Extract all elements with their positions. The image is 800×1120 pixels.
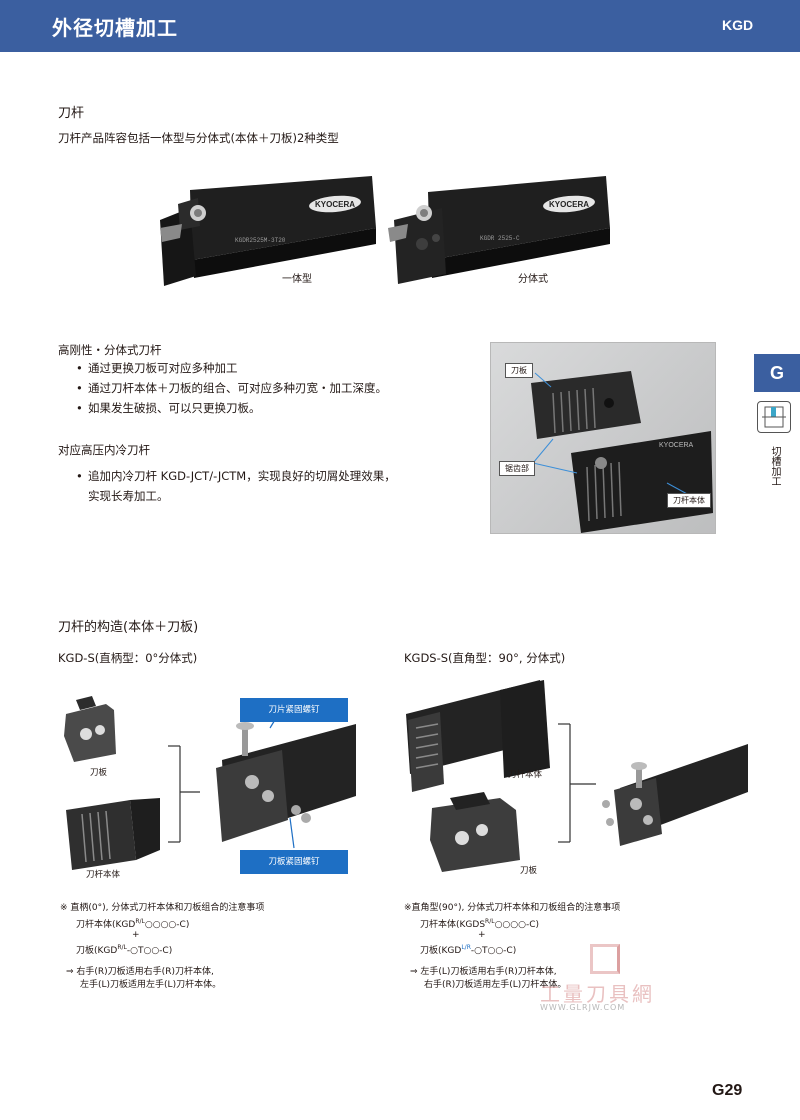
right-note-arrow2: 右手(R)刀板适用左手(L)刀杆本体。 bbox=[424, 980, 567, 990]
label-modular: 分体式 bbox=[518, 274, 548, 285]
right-note-body: 刀杆本体(KGDSR/L○○○○-C) bbox=[420, 918, 540, 930]
watermark-url: WWW.GLRJW.COM bbox=[540, 1003, 626, 1012]
section-title-coolant: 对应高压内冷刀杆 bbox=[58, 443, 150, 457]
bullet-item: 通过刀杆本体＋刀板的组合、可对应多种刃宽・加工深度。 bbox=[76, 378, 476, 398]
watermark-logo bbox=[590, 944, 620, 974]
side-tab-label: 切槽加工 bbox=[769, 446, 780, 486]
bullet-item: 追加内冷刀杆 KGD-JCT/-JCTM，实现良好的切屑处理效果， bbox=[76, 466, 476, 486]
brand-logo: KYOCERA bbox=[659, 442, 694, 449]
section-title-rigid: 高刚性・分体式刀杆 bbox=[58, 343, 162, 357]
watermark-text: 工量刀具網 bbox=[540, 982, 655, 1006]
left-note-body: 刀杆本体(KGDR/L○○○○-C) bbox=[76, 918, 190, 930]
rigid-bullet-list: 通过更换刀板可对应多种加工 通过刀杆本体＋刀板的组合、可对应多种刃宽・加工深度。… bbox=[76, 358, 476, 418]
page-number: G29 bbox=[712, 1082, 743, 1099]
bullet-item: 如果发生破损、可以只更换刀板。 bbox=[76, 398, 476, 418]
left-body-label: 刀杆本体 bbox=[86, 870, 121, 880]
left-note-arrow1: ⇒ 右手(R)刀板适用右手(R)刀杆本体, bbox=[66, 967, 214, 977]
side-tab-letter[interactable]: G bbox=[754, 354, 800, 392]
left-note-arrow2: 左手(L)刀板适用左手(L)刀杆本体。 bbox=[80, 980, 222, 990]
bullet-continuation: 实现长寿加工。 bbox=[88, 489, 169, 503]
kgd-s-structure-diagram bbox=[64, 696, 356, 870]
header-bar bbox=[0, 0, 800, 52]
right-subtitle: KGDS-S(直角型：90°, 分体式) bbox=[404, 651, 566, 665]
section-title-structure: 刀杆的构造(本体＋刀板) bbox=[58, 620, 199, 635]
callout-insert-screw: 刀片紧固螺钉 bbox=[240, 698, 348, 722]
left-note-plus: + bbox=[132, 930, 140, 940]
page-title: 外径切槽加工 bbox=[52, 16, 178, 40]
header-code: KGD bbox=[722, 17, 754, 33]
section-title-holder: 刀杆 bbox=[58, 106, 85, 121]
left-note-plate: 刀板(KGDR/L-○T○○-C) bbox=[76, 944, 173, 956]
right-note-plus: + bbox=[478, 930, 486, 940]
left-note-title: ※ 直柄(0°), 分体式刀杆本体和刀板组合的注意事项 bbox=[60, 903, 265, 913]
integral-tool-marking: KGDR2525M-3T20 bbox=[235, 237, 286, 244]
photo-plate-and-body: KYOCERA 刀板 锯齿部 刀杆本体 bbox=[490, 342, 716, 534]
coolant-bullet-list: 追加内冷刀杆 KGD-JCT/-JCTM，实现良好的切屑处理效果， bbox=[76, 466, 476, 486]
left-plate-label: 刀板 bbox=[90, 768, 108, 778]
modular-holder-image: KYOCERA KGDR 2525-C bbox=[388, 176, 610, 284]
kgds-s-structure-diagram bbox=[406, 680, 748, 872]
right-note-arrow1: ⇒ 左手(L)刀板适用右手(R)刀杆本体, bbox=[410, 967, 557, 977]
integral-holder-image: KYOCERA KGDR2525M-3T20 bbox=[160, 176, 376, 286]
photo-label-body: 刀杆本体 bbox=[667, 493, 711, 508]
callout-plate-screw: 刀板紧固螺钉 bbox=[240, 850, 348, 874]
section-subtitle: 刀杆产品阵容包括一体型与分体式(本体＋刀板)2种类型 bbox=[58, 131, 339, 145]
brand-logo: KYOCERA bbox=[315, 200, 355, 209]
photo-label-serration: 锯齿部 bbox=[499, 461, 535, 476]
right-note-plate: 刀板(KGDL/R-○T○○-C) bbox=[420, 944, 517, 956]
label-integral: 一体型 bbox=[282, 274, 312, 285]
brand-logo: KYOCERA bbox=[549, 200, 589, 209]
photo-label-plate: 刀板 bbox=[505, 363, 533, 378]
bullet-item: 通过更换刀板可对应多种加工 bbox=[76, 358, 476, 378]
modular-tool-marking: KGDR 2525-C bbox=[480, 235, 520, 242]
right-note-title: ※直角型(90°), 分体式刀杆本体和刀板组合的注意事项 bbox=[404, 903, 621, 913]
right-body-label: 刀杆本体 bbox=[508, 770, 543, 780]
right-plate-label: 刀板 bbox=[520, 866, 538, 876]
grooving-icon bbox=[757, 401, 791, 433]
left-subtitle: KGD-S(直柄型：0°分体式) bbox=[58, 651, 198, 665]
